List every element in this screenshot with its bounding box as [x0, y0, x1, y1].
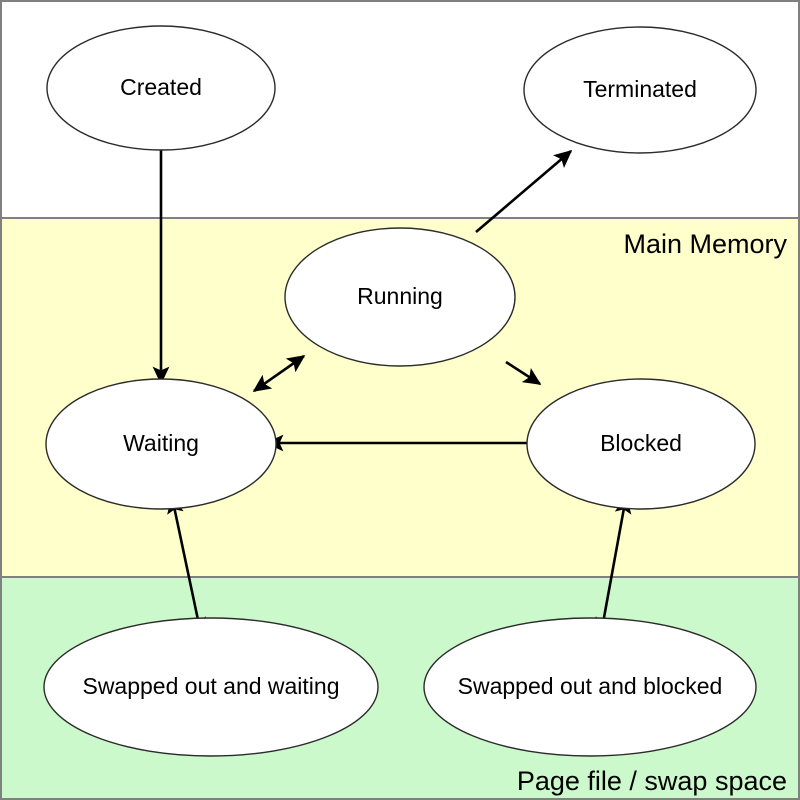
edge-running-to-blocked — [505, 360, 542, 386]
edge-running-to-terminated — [475, 149, 573, 233]
edges-layer — [152, 149, 632, 636]
node-waiting[interactable]: Waiting — [45, 378, 277, 510]
region-label-main-memory: Main Memory — [623, 229, 787, 259]
node-created[interactable]: Created — [46, 25, 276, 151]
node-running[interactable]: Running — [284, 227, 516, 367]
node-swapped-out-and-blocked-label: Swapped out and blocked — [458, 673, 723, 699]
node-blocked[interactable]: Blocked — [526, 378, 756, 510]
node-swapped-out-and-waiting[interactable]: Swapped out and waiting — [43, 617, 379, 757]
node-blocked-ellipse[interactable] — [526, 378, 756, 510]
node-terminated-ellipse[interactable] — [523, 26, 757, 154]
node-created-ellipse[interactable] — [46, 25, 276, 151]
nodes-layer: Created Terminated Running Waiting Block… — [43, 25, 757, 757]
node-running-label: Running — [357, 283, 443, 309]
node-swapped-out-and-blocked-ellipse[interactable] — [423, 617, 757, 757]
region-labels-layer: Main Memory Page file / swap space — [517, 229, 788, 796]
node-swapped-out-and-waiting-label: Swapped out and waiting — [82, 673, 339, 699]
node-terminated-label: Terminated — [583, 76, 697, 102]
region-label-page-file-swap-space: Page file / swap space — [517, 766, 787, 796]
node-terminated[interactable]: Terminated — [523, 26, 757, 154]
edge-waiting-swapped-out-and-waiting-bidirectional — [167, 495, 206, 636]
edge-running-waiting-bidirectional — [252, 354, 306, 393]
edge-blocked-swapped-out-and-blocked-bidirectional — [595, 495, 632, 636]
node-running-ellipse[interactable] — [284, 227, 516, 367]
node-created-label: Created — [120, 74, 202, 100]
node-swapped-out-and-blocked[interactable]: Swapped out and blocked — [423, 617, 757, 757]
node-waiting-label: Waiting — [123, 430, 199, 456]
node-swapped-out-and-waiting-ellipse[interactable] — [43, 617, 379, 757]
node-blocked-label: Blocked — [600, 430, 682, 456]
node-waiting-ellipse[interactable] — [45, 378, 277, 510]
